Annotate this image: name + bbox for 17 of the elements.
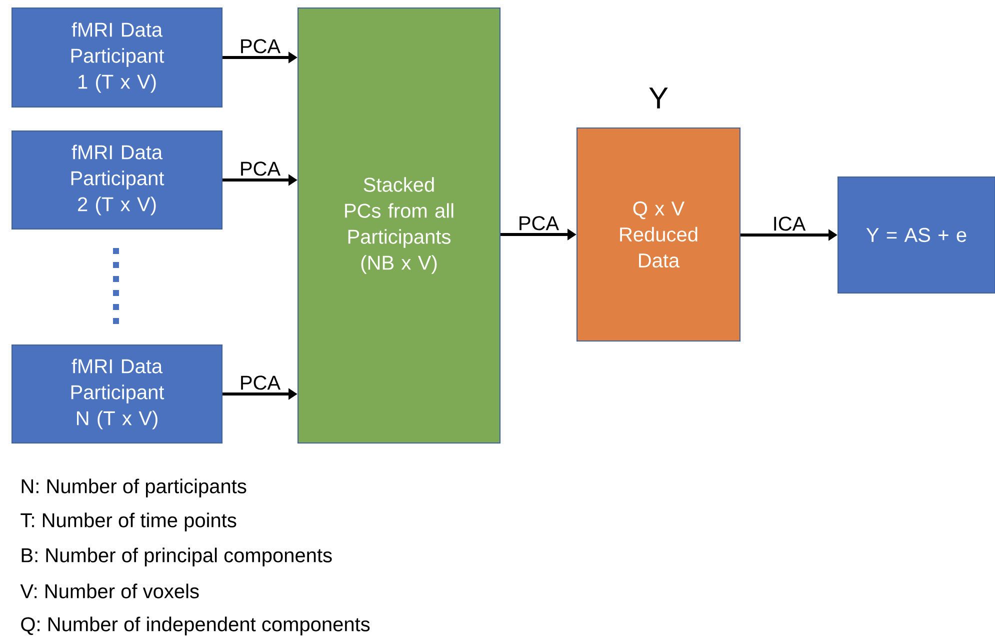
legend-note: B: Number of principal components bbox=[22, 548, 332, 566]
result-box: Y = AS + e bbox=[838, 176, 995, 294]
edge-label: PCA bbox=[241, 162, 281, 176]
edge-label: PCA bbox=[241, 39, 281, 54]
legend-note: N: Number of participants bbox=[22, 478, 246, 498]
data-box: fMRI Data Participant 1 (T x V) bbox=[12, 8, 222, 108]
legend-note: V: Number of voxels bbox=[20, 584, 199, 598]
legend-note: T: Number of time points bbox=[20, 512, 236, 532]
reduced-data-box: Q x V Reduced Data bbox=[576, 128, 740, 342]
edge-label: ICA bbox=[774, 216, 806, 231]
legend-note: Q: Number of independent components bbox=[21, 616, 370, 636]
box-caption: Y bbox=[649, 88, 668, 108]
edge-label: PCA bbox=[241, 376, 281, 390]
edge-label: PCA bbox=[520, 216, 560, 230]
stacked-box: Stacked PCs from all Participants (NB x V) bbox=[298, 8, 500, 444]
data-box: fMRI Data Participant 2 (T x V) bbox=[12, 130, 222, 230]
data-box: fMRI Data Participant N (T x V) bbox=[12, 344, 222, 444]
